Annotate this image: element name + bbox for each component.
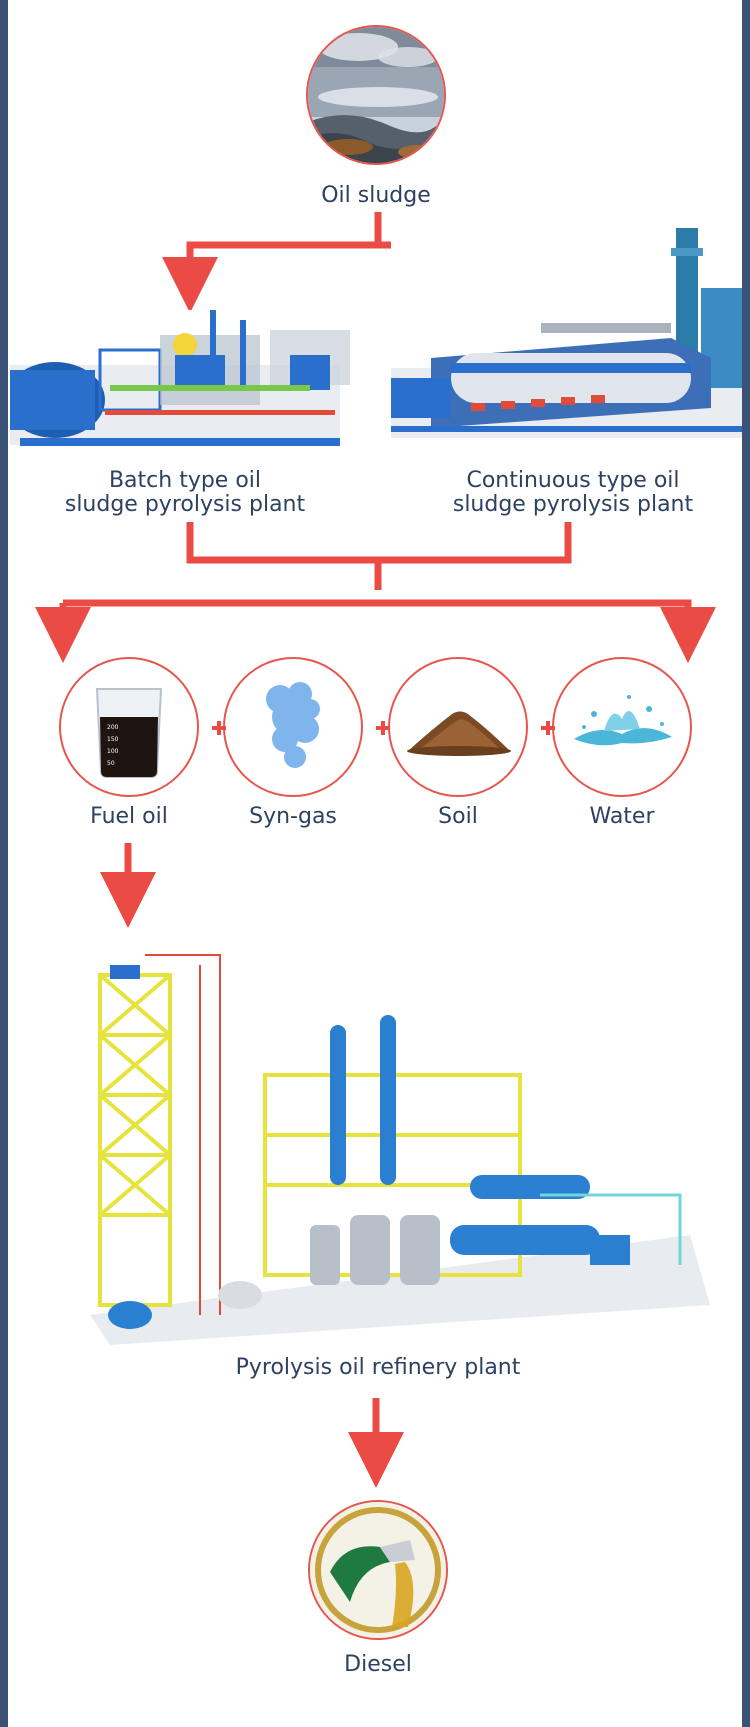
arrow-icon — [162, 212, 382, 313]
continuous-plant-label-1: Continuous type oil — [466, 468, 680, 493]
arrow-icon — [186, 522, 572, 564]
diesel-image — [308, 1500, 448, 1640]
refinery-label: Pyrolysis oil refinery plant — [235, 1355, 521, 1380]
beaker-mark: 200 — [107, 724, 119, 731]
syn-gas-image — [223, 657, 363, 797]
flow-diagram: Oil sludge Batch — [8, 0, 742, 1727]
plus-icon — [212, 721, 226, 735]
plus-icon — [376, 721, 390, 735]
refinery-plant-illustration — [70, 935, 720, 1355]
water-label: Water — [589, 804, 655, 829]
fuel-oil-label: Fuel oil — [90, 804, 168, 829]
batch-plant-illustration — [10, 310, 355, 460]
beaker-mark: 150 — [107, 736, 119, 743]
beaker-mark: 50 — [107, 760, 115, 767]
beaker-icon: 200 150 100 50 — [95, 688, 163, 778]
smoke-icon — [266, 682, 320, 768]
oil-sludge-image — [306, 25, 446, 165]
sludge-photo — [308, 27, 444, 163]
oil-sludge-label: Oil sludge — [321, 183, 431, 208]
soil-image — [388, 657, 528, 797]
continuous-plant-illustration — [391, 228, 742, 458]
soil-label: Soil — [438, 804, 478, 829]
batch-plant-label-2: sludge pyrolysis plant — [64, 492, 306, 517]
batch-plant-label-1: Batch type oil — [108, 468, 262, 493]
arrow-icon — [59, 603, 688, 635]
continuous-plant-label-2: sludge pyrolysis plant — [452, 492, 694, 517]
diesel-label: Diesel — [344, 1652, 412, 1677]
fuel-oil-image: 200 150 100 50 — [59, 657, 199, 797]
beaker-mark: 100 — [107, 748, 119, 755]
soil-pile-icon — [407, 711, 511, 756]
fuel-nozzle-icon — [310, 1502, 446, 1638]
syn-gas-label: Syn-gas — [249, 804, 337, 829]
plus-icon — [541, 721, 555, 735]
water-splash-icon — [574, 695, 672, 746]
water-image — [552, 657, 692, 797]
